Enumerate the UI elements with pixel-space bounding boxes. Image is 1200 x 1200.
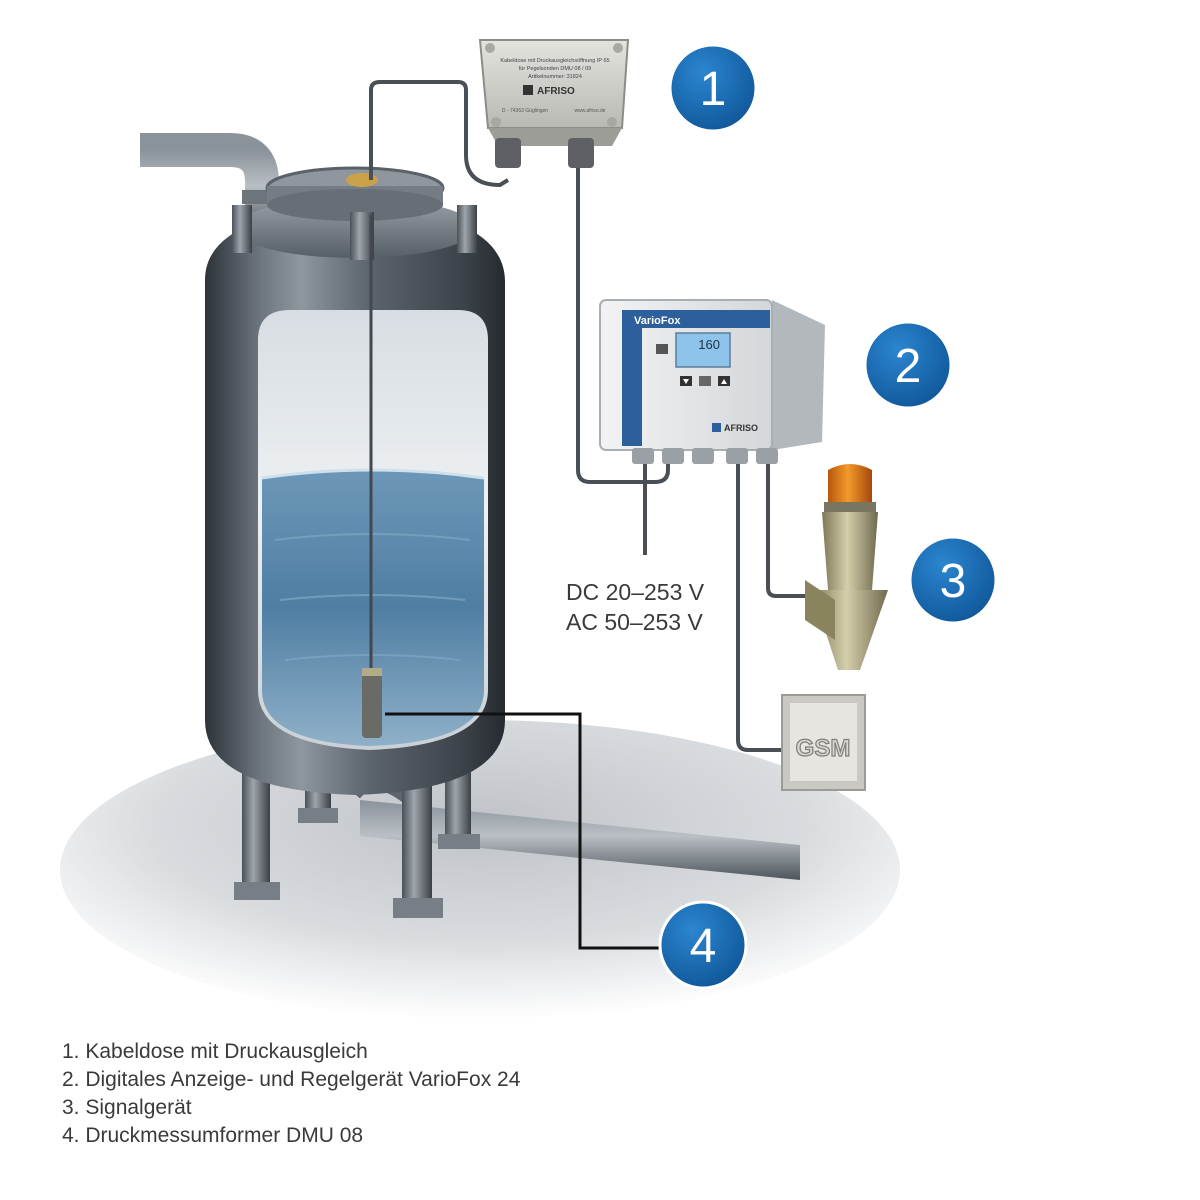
power-ac-label: AC 50–253 V [566, 609, 703, 635]
tank-cutaway [258, 310, 488, 750]
callout-2: 2 [863, 320, 953, 410]
callout-3-number: 3 [940, 555, 967, 608]
legend-list: 1. Kabeldose mit Druckausgleich 2. Digit… [62, 1038, 520, 1150]
afriso-logo-icon [523, 85, 533, 95]
cable-junction-box: Kabeldose mit Druckausgleichsöffnung IP … [478, 39, 630, 168]
callout-1-number: 1 [700, 63, 727, 116]
controller-display [675, 332, 731, 368]
callout-3: 3 [908, 535, 998, 625]
callout-1: 1 [668, 43, 758, 133]
legend-item-3: 3. Signalgerät [62, 1096, 192, 1119]
gsm-label: GSM [796, 735, 851, 762]
callout-4: 4 [658, 900, 748, 990]
signal-beacon [805, 464, 888, 670]
callout-4-number: 4 [690, 920, 717, 973]
junction-box-website: www.afriso.de [574, 108, 605, 114]
legend-item-1: 1. Kabeldose mit Druckausgleich [62, 1040, 368, 1063]
controller-afriso-logo-icon [712, 423, 721, 432]
legend-item-2: 2. Digitales Anzeige- und Regelgerät Var… [62, 1068, 521, 1091]
gsm-module: GSM [781, 694, 866, 791]
junction-box-address: D - 74363 Güglingen [502, 108, 548, 114]
callout-2-number: 2 [895, 340, 922, 393]
variofox-controller: VarioFox 160 AFRISO [599, 299, 825, 464]
controller-title: VarioFox [634, 315, 681, 327]
enter-button-icon [699, 376, 711, 386]
power-dc-label: DC 20–253 V [566, 579, 705, 605]
cables [369, 80, 815, 950]
keypad-icon [656, 344, 668, 354]
controller-display-value: 160 [698, 337, 720, 352]
controller-brand: AFRISO [724, 423, 758, 433]
junction-box-label-line-2: für Pegelsonden DMU 08 / 09 [519, 66, 591, 72]
junction-box-label-line-1: Kabeldose mit Druckausgleichsöffnung IP … [500, 58, 609, 64]
junction-box-brand: AFRISO [537, 86, 575, 97]
legend-item-4: 4. Druckmessumformer DMU 08 [62, 1124, 364, 1147]
power-supply-label: DC 20–253 V AC 50–253 V [566, 579, 705, 635]
pressure-transmitter-probe [362, 215, 382, 738]
junction-box-label-line-3: Artikelnummer: 31824 [528, 74, 582, 80]
